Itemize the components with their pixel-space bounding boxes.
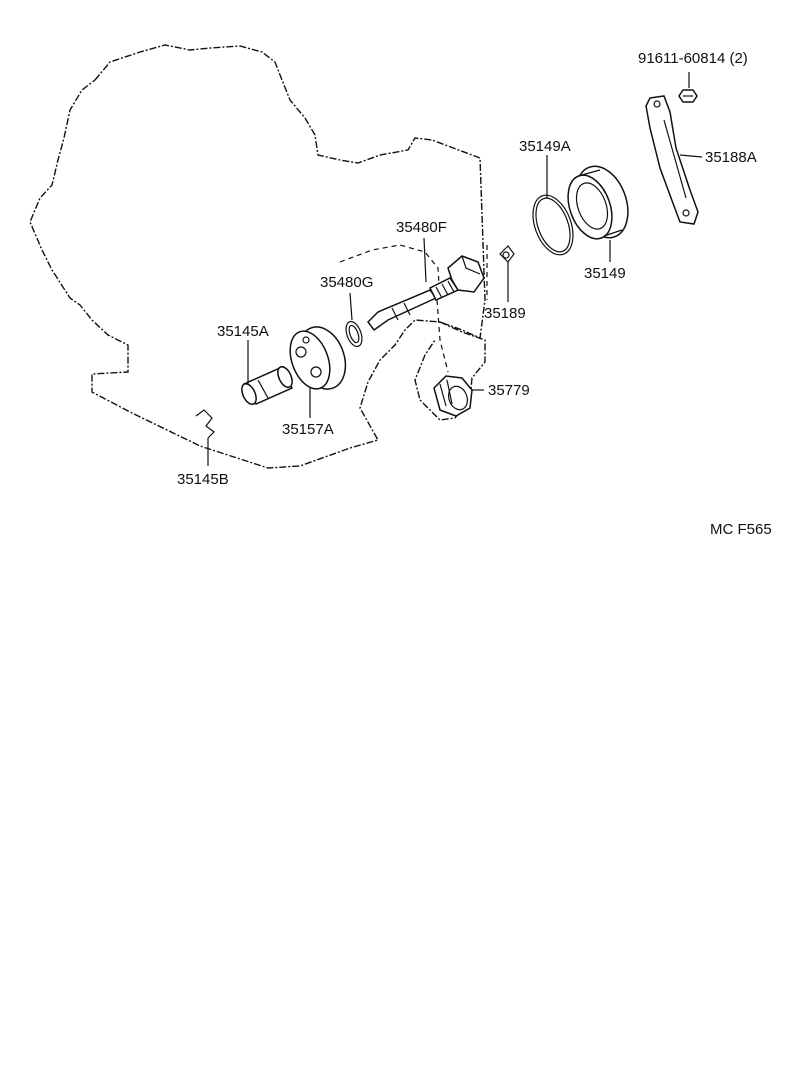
callout-o-ring-inner: 35480G (320, 274, 373, 291)
bracket-part (645, 95, 699, 225)
callout-o-ring-outer: 35149A (519, 138, 571, 155)
callout-bracket: 35188A (705, 149, 757, 166)
figure-code: MC F565 (710, 521, 772, 538)
callout-shaft: 35480F (396, 219, 447, 236)
transmission-case-outline (29, 44, 486, 469)
o-ring-outer-inner-edge (535, 197, 571, 253)
o-ring-inner-leader (349, 292, 353, 321)
callout-bolt: 91611-60814 (2) (638, 50, 748, 67)
case-rear-outline (414, 321, 486, 421)
shaft-boundary (339, 244, 441, 301)
callout-clip: 35189 (484, 305, 526, 322)
o-ring-inner-inner-edge (348, 324, 360, 344)
shaft-leader (423, 237, 427, 283)
callout-sleeve-inner: 35157A (282, 421, 334, 438)
o-ring-outer-part (532, 194, 574, 256)
o-ring-inner-part (345, 320, 363, 348)
driven-gear-part (433, 375, 473, 417)
callout-gear: 35779 (488, 382, 530, 399)
spring-clip-part (195, 409, 215, 439)
driven-shaft-part (367, 255, 485, 332)
callout-sleeve-outer: 35149 (584, 265, 626, 282)
callout-spring-clip: 35145B (177, 471, 229, 488)
gear-link-dash (436, 299, 449, 373)
clip-part (499, 245, 515, 263)
sleeve-inner-part (289, 326, 347, 390)
bolt-part (678, 89, 698, 103)
callout-plug: 35145A (217, 323, 269, 340)
bracket-leader (679, 154, 703, 158)
plug-part (241, 365, 294, 406)
sleeve-outer-part (567, 165, 629, 240)
